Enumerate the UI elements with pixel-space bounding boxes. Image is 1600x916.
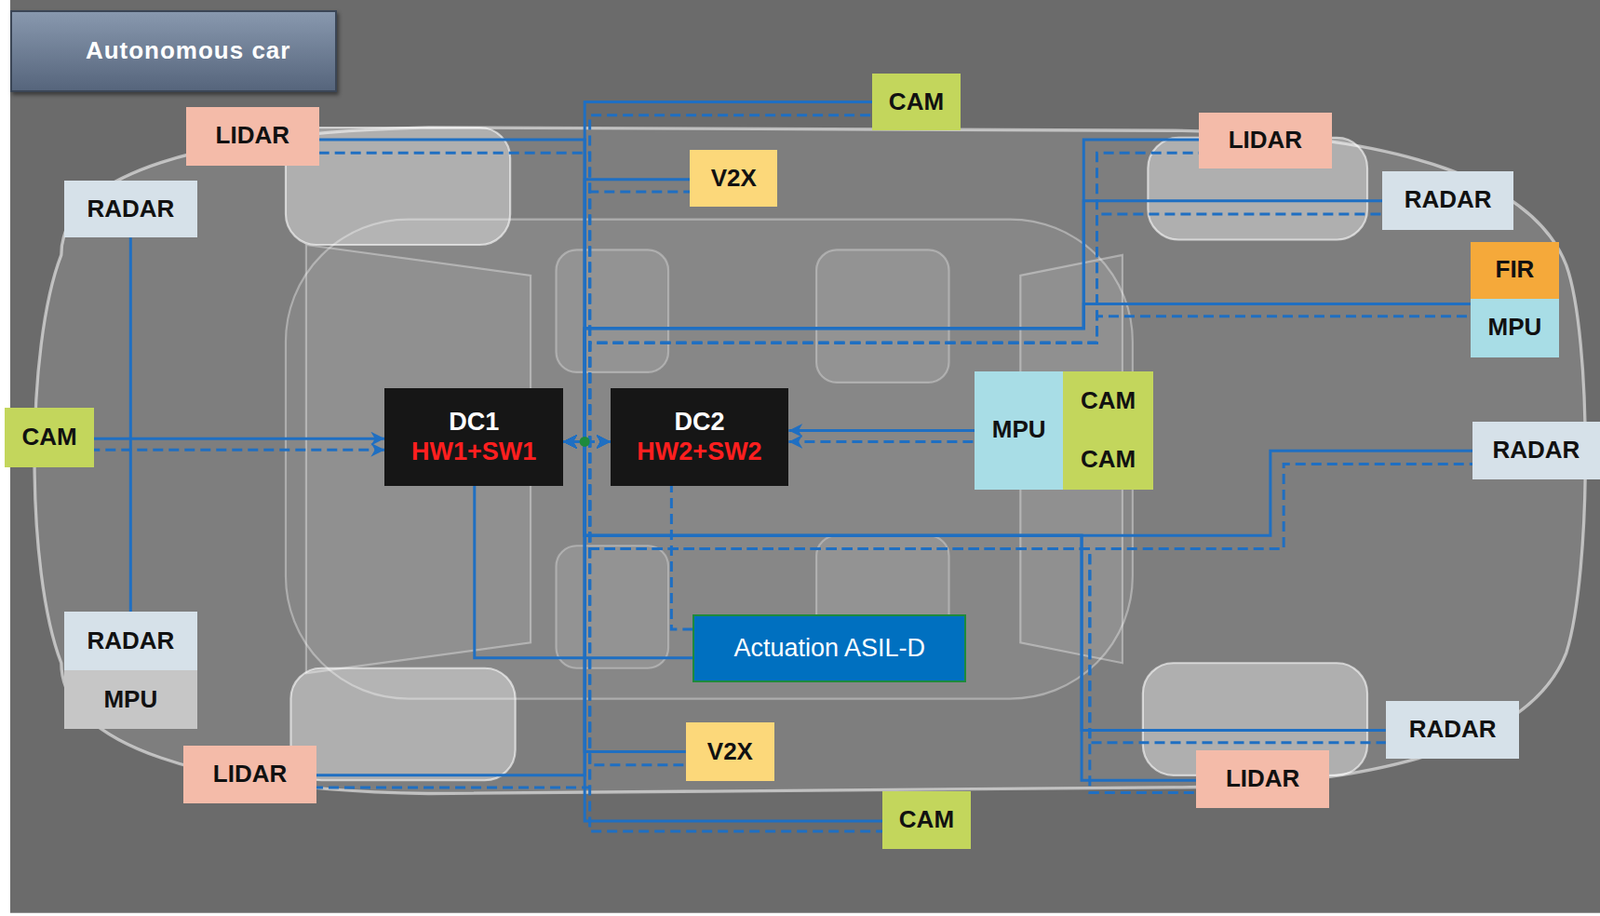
box-label: CAM bbox=[888, 88, 944, 117]
box-label: MPU bbox=[992, 416, 1047, 444]
radar-box: RADAR bbox=[1382, 171, 1513, 229]
car-body bbox=[34, 127, 1586, 794]
mpu-box: MPU bbox=[974, 371, 1063, 490]
lidar-box: LIDAR bbox=[1196, 750, 1331, 807]
radar-box: RADAR bbox=[64, 611, 198, 670]
junction-dot bbox=[579, 436, 591, 447]
box-label: DC2 bbox=[673, 407, 725, 437]
domain-controller-box: DC1HW1+SW1 bbox=[384, 388, 564, 485]
connector bbox=[590, 441, 1197, 793]
domain-controller-box: DC2HW2+SW2 bbox=[610, 388, 790, 485]
camera-box: CAM bbox=[872, 73, 960, 131]
connector bbox=[94, 448, 385, 452]
box-label: LIDAR bbox=[215, 121, 290, 150]
box-label: LIDAR bbox=[1228, 126, 1303, 155]
lidar-box: LIDAR bbox=[183, 745, 317, 804]
seat bbox=[555, 545, 669, 668]
radar-box: RADAR bbox=[1472, 421, 1600, 480]
car-cabin bbox=[285, 219, 1133, 700]
box-label: MPU bbox=[103, 685, 158, 714]
camera-box: CAM bbox=[1062, 371, 1153, 431]
lidar-box: LIDAR bbox=[1198, 112, 1332, 169]
box-label: FIR bbox=[1495, 255, 1535, 284]
mpu-box: MPU bbox=[64, 670, 198, 730]
box-label: RADAR bbox=[86, 627, 175, 656]
wheel bbox=[285, 127, 511, 245]
box-label: RADAR bbox=[86, 195, 175, 224]
fir-box: FIR bbox=[1470, 242, 1560, 299]
box-label: V2X bbox=[707, 738, 753, 767]
connector bbox=[94, 437, 385, 441]
box-label: RADAR bbox=[1492, 436, 1581, 465]
box-label: RADAR bbox=[1409, 715, 1497, 744]
actuation-box: Actuation ASIL-D bbox=[692, 614, 967, 683]
mpu-box: MPU bbox=[1470, 298, 1560, 357]
connector bbox=[563, 441, 1197, 780]
title-box: Autonomous car bbox=[10, 10, 337, 93]
box-label: CAM bbox=[1080, 387, 1136, 416]
connector bbox=[129, 237, 133, 612]
connector bbox=[316, 441, 611, 787]
box-label: MPU bbox=[1488, 313, 1543, 342]
box-sublabel: HW1+SW1 bbox=[411, 437, 537, 467]
box-label: CAM bbox=[1080, 445, 1136, 474]
camera-box: CAM bbox=[1062, 430, 1153, 490]
box-label: LIDAR bbox=[213, 760, 287, 789]
box-label: DC1 bbox=[448, 407, 499, 437]
box-label: CAM bbox=[22, 423, 78, 452]
radar-box: RADAR bbox=[1385, 700, 1520, 759]
box-label: V2X bbox=[711, 164, 757, 193]
v2x-box: V2X bbox=[689, 149, 778, 207]
box-label: Actuation ASIL-D bbox=[733, 633, 926, 663]
connector bbox=[671, 485, 693, 631]
connector bbox=[788, 440, 975, 444]
connector bbox=[590, 441, 686, 765]
box-label: RADAR bbox=[1404, 186, 1493, 215]
radar-box: RADAR bbox=[64, 180, 198, 238]
seat bbox=[816, 249, 950, 382]
box-sublabel: HW2+SW2 bbox=[636, 437, 762, 467]
wheel bbox=[290, 668, 515, 781]
connector bbox=[563, 441, 686, 752]
lidar-box: LIDAR bbox=[186, 107, 321, 165]
title-text: Autonomous car bbox=[85, 37, 292, 66]
v2x-box: V2X bbox=[685, 722, 775, 782]
box-label: LIDAR bbox=[1225, 765, 1300, 794]
camera-box: CAM bbox=[882, 791, 970, 848]
ground bbox=[10, 0, 1600, 914]
box-label: CAM bbox=[899, 806, 955, 834]
connector bbox=[316, 441, 585, 775]
connector bbox=[788, 429, 975, 432]
camera-box: CAM bbox=[4, 407, 94, 468]
connector bbox=[474, 485, 694, 659]
seat bbox=[555, 249, 669, 372]
